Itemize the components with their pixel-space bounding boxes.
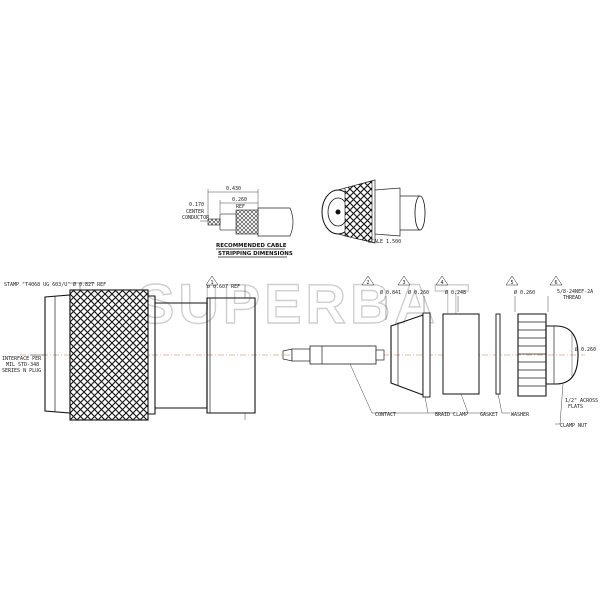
scale-text: SCALE 1.500 [368,239,401,245]
callout-dia-260b: Ø 0.260 [514,289,535,296]
callout-dia-827: Ø 0.827 REF [73,281,106,288]
gasket [442,313,486,414]
part-gasket: GASKET [480,412,498,418]
callout-interface-2: MIL STD-348 [6,362,39,368]
connector-3d-illustration [321,179,426,244]
part-clamp-nut: CLAMP NUT [560,423,587,429]
strip-caption-2: STRIPPING DIMENSIONS [218,251,293,257]
note-flag-5: 5 [511,280,514,286]
strip-caption-1: RECOMMENDED CABLE [216,243,287,249]
note-flag-6: 6 [555,280,558,286]
plug-body [44,289,256,421]
cable-stripping-detail [200,189,294,237]
callout-flats-1: 1/2" ACROSS [565,398,598,404]
note-flag-4: 4 [441,280,444,286]
part-contact: CONTACT [375,412,396,418]
callout-interface-3: SERIES N PLUG [2,368,41,374]
strip-dim-ref: 0.260 [232,197,247,203]
clamp-nut [517,313,579,425]
strip-center-dim: 0.170 [189,202,204,208]
washer [495,313,510,414]
callout-dia-260c: Ø 0.260 [575,346,596,353]
callout-dia-607: Ø 0.607 REF [207,283,240,290]
callout-interface-1: INTERFACE PER [2,356,42,362]
strip-center-label-1: CENTER [186,209,205,215]
callout-stamp: STAMP "T4068 UG 603/U" [4,282,70,288]
part-washer: WASHER [511,412,530,418]
braid-clamp [390,312,455,414]
strip-ref-text: REF [236,204,245,210]
note-flags [205,275,563,286]
callout-thread-1: 5/8-24NEF-2A [557,289,593,295]
callout-dia-260a: Ø 0.260 [408,289,429,296]
note-flag-2: 2 [367,280,370,286]
callout-dia-248: Ø 0.248 [445,289,466,296]
callout-dia-841: Ø 0.841 [380,289,401,296]
callout-thread-2: THREAD [563,295,581,301]
strip-center-label-2: CONDUCTOR [182,215,210,221]
callout-flats-2: FLATS [568,404,583,410]
note-flag-3: 3 [403,280,406,286]
note-flag-1: 1 [211,280,214,286]
strip-dim-overall: 0.430 [226,186,241,192]
contact-pin [282,345,428,414]
part-braid-clamp: BRAID CLAMP [435,412,468,418]
